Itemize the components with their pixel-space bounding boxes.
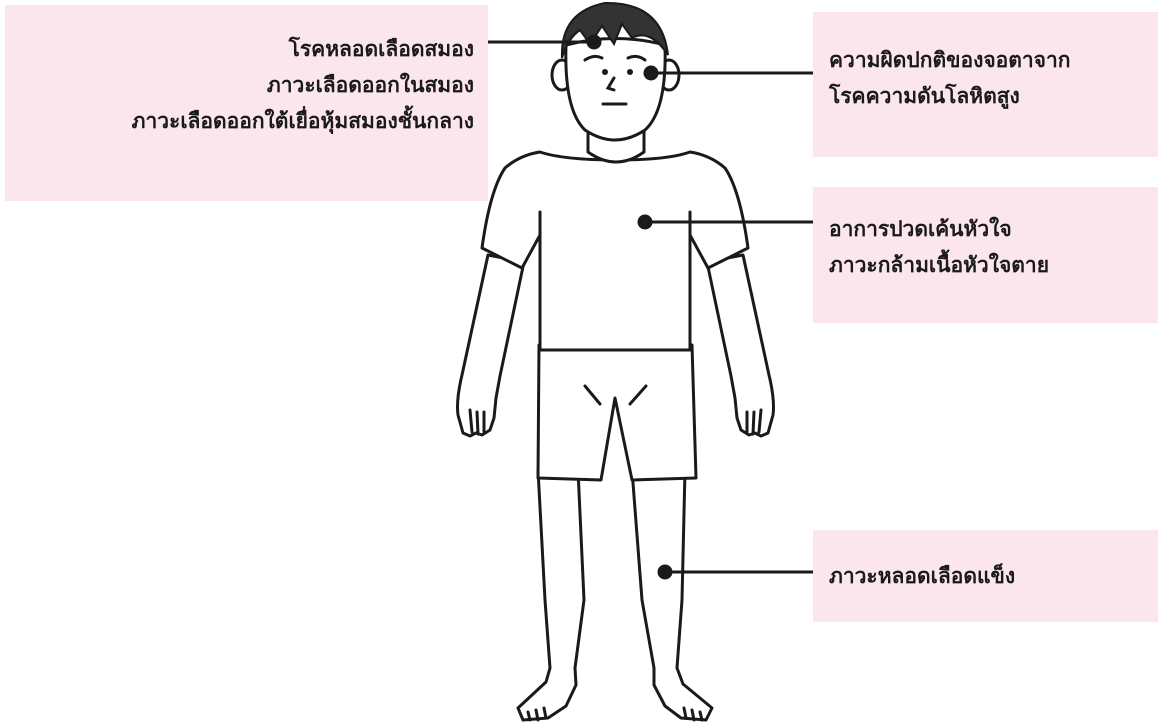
heart-marker-dot — [639, 216, 651, 228]
head — [566, 39, 665, 141]
shorts — [538, 345, 696, 480]
brain-marker-dot — [588, 36, 600, 48]
eye-marker-dot — [645, 67, 657, 79]
right-eye-dot-inner — [627, 69, 633, 75]
left-eye-dot — [602, 69, 608, 75]
left-leg — [518, 470, 584, 720]
right-arm — [707, 255, 774, 436]
leg-marker-dot — [659, 566, 671, 578]
shirt — [482, 152, 748, 350]
left-arm — [458, 255, 525, 436]
right-leg — [632, 470, 712, 720]
